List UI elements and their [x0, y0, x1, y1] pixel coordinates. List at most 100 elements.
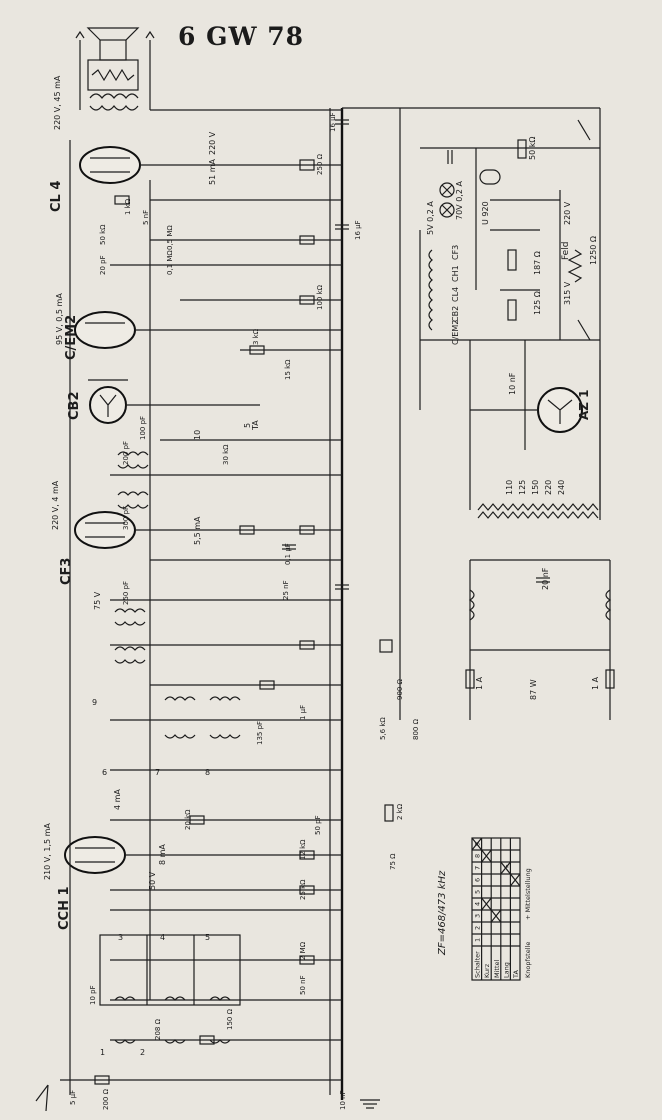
tap-2: 150 [531, 480, 540, 495]
label-cch1-current: 210 V, 1,5 mA [43, 823, 52, 880]
val-c01uf: 0,1 μF [284, 543, 292, 565]
val-r900: 900 Ω [396, 678, 404, 700]
label-r187: 187 Ω [533, 251, 542, 275]
label-r50k: 50 kΩ [528, 137, 537, 160]
loudspeaker [75, 27, 155, 110]
val-c5uf: 5 μF [69, 1090, 77, 1105]
chain-cem2: C/EM2 [451, 320, 460, 345]
switch-table-header-6: 6 [474, 878, 482, 882]
switch-table-header-4: 4 [474, 902, 482, 906]
val-c250pf: 250 pF [122, 581, 130, 605]
label-fuse2: 1 A [591, 676, 600, 690]
val-r01m: 0,1 MΩ [166, 250, 174, 275]
val-r30k: 30 kΩ [222, 444, 230, 465]
label-feld-r: 1250 Ω [589, 236, 598, 265]
tube-cf3 [74, 511, 342, 549]
if-coils [99, 451, 241, 1044]
label-feld: Feld [561, 242, 571, 260]
sw-9: 9 [92, 698, 97, 707]
if-frequency-note: ZF=468/473 kHz [437, 870, 448, 956]
label-cem2-current: 95 V, 0,5 mA [55, 293, 64, 345]
switch-table-header-3: 3 [474, 914, 482, 918]
power-supply [420, 119, 601, 510]
val-r75: 75 Ω [389, 853, 397, 870]
sw-ta: TA [251, 420, 260, 431]
chain-cf3: CF3 [451, 245, 460, 260]
switch-table-header-0: Schalter [474, 951, 482, 978]
sw-5b: 5 [205, 933, 210, 942]
label-cch1-anode: 4 mA [113, 789, 122, 810]
label-c10nf: 10 nF [508, 372, 517, 395]
label-r125: 125 Ω [533, 291, 542, 315]
sw-2: 2 [140, 1048, 145, 1057]
label-87w: 87 W [529, 679, 538, 700]
label-fuse-u920: U 920 [481, 201, 490, 225]
val-r1k: 1 kΩ [124, 198, 132, 215]
label-cl4-current: 220 V, 45 mA [53, 75, 62, 130]
val-c25nf: 25 nF [282, 580, 290, 600]
label-az1: AZ 1 [577, 389, 591, 420]
label-c20nf: 20 nF [541, 567, 550, 590]
tap-3: 220 [544, 480, 553, 495]
sw-1: 1 [100, 1048, 105, 1057]
label-cl4-cath: 51 mA [208, 158, 217, 185]
switch-table-cell-plus: + [502, 864, 510, 870]
switch-table-header-2: 2 [474, 926, 482, 930]
tube-cb2 [88, 379, 260, 424]
sw-5: 5 [243, 423, 252, 428]
switch-table-header-1: 1 [474, 938, 482, 942]
val-r2mo: 2 MΩ [299, 941, 307, 960]
val-c16uf-b: 16 μF [354, 220, 362, 240]
label-cch1-cath: 8 mA [158, 844, 167, 865]
label-220v: 220 V [208, 131, 217, 155]
switch-table-header-8: 8 [474, 854, 482, 858]
val-r50m: 50 kΩ [99, 224, 107, 245]
val-c5nf: 5 nF [142, 210, 150, 225]
val-r20k: 20 kΩ [184, 809, 192, 830]
val-r05m: 0,5 MΩ [166, 225, 174, 250]
switch-table-row-kurz: Kurz [483, 963, 491, 978]
tap-1: 125 [518, 480, 527, 495]
sw-7: 7 [155, 768, 160, 777]
switch-table-row-mittel: Mittel [493, 959, 501, 978]
chain-cb2: CB2 [451, 306, 460, 322]
label-mains-315: 315 V [563, 281, 572, 305]
val-c100pf: 100 pF [139, 416, 147, 440]
sw-6: 6 [102, 768, 107, 777]
chain-cl4: CL4 [451, 287, 460, 302]
val-c1uf: 1 μF [299, 705, 307, 720]
val-c50pf: 50 pF [314, 815, 322, 835]
tube-az1 [470, 387, 583, 433]
val-c20pf: 20 pF [99, 255, 107, 275]
val-c16uf: 16 μF [329, 112, 337, 132]
label-lamp1: 5V 0,2 A [426, 201, 435, 235]
switch-table-note: + Mittelstellung [524, 868, 532, 920]
switch-table-row-lang: Lang [502, 962, 510, 978]
val-c10nf: 10 nF [339, 1090, 347, 1110]
switch-table-row-ta: TA [512, 970, 520, 979]
label-mains-220: 220 V [563, 201, 572, 225]
label-cf3: CF3 [59, 558, 74, 585]
chain-ch1: CH1 [451, 265, 460, 282]
tap-0: 110 [505, 480, 514, 495]
label-cch1: CCH 1 [57, 886, 72, 930]
val-r2k: 2 kΩ [396, 803, 404, 820]
val-r800: 800 Ω [412, 718, 420, 740]
val-r208: 208 Ω [154, 1018, 162, 1040]
val-r3k: 3 kΩ [252, 328, 260, 345]
tap-4: 240 [557, 480, 566, 495]
switch-table-footer: Knopfstelle [524, 942, 532, 978]
sw-3: 3 [118, 933, 123, 942]
val-r12k: 12 kΩ [299, 839, 307, 860]
label-75v: 75 V [93, 591, 102, 610]
label-cb2: CB2 [67, 392, 82, 421]
val-c50nf: 50 nF [299, 975, 307, 995]
tube-cem2 [74, 311, 342, 349]
antenna-symbol [35, 1084, 380, 1112]
mains-transformer [465, 503, 615, 720]
tube-cch1 [64, 836, 342, 874]
tube-cl4 [79, 146, 342, 184]
val-r15k: 15 kΩ [284, 359, 292, 380]
val-c135pf: 135 pF [256, 721, 264, 745]
